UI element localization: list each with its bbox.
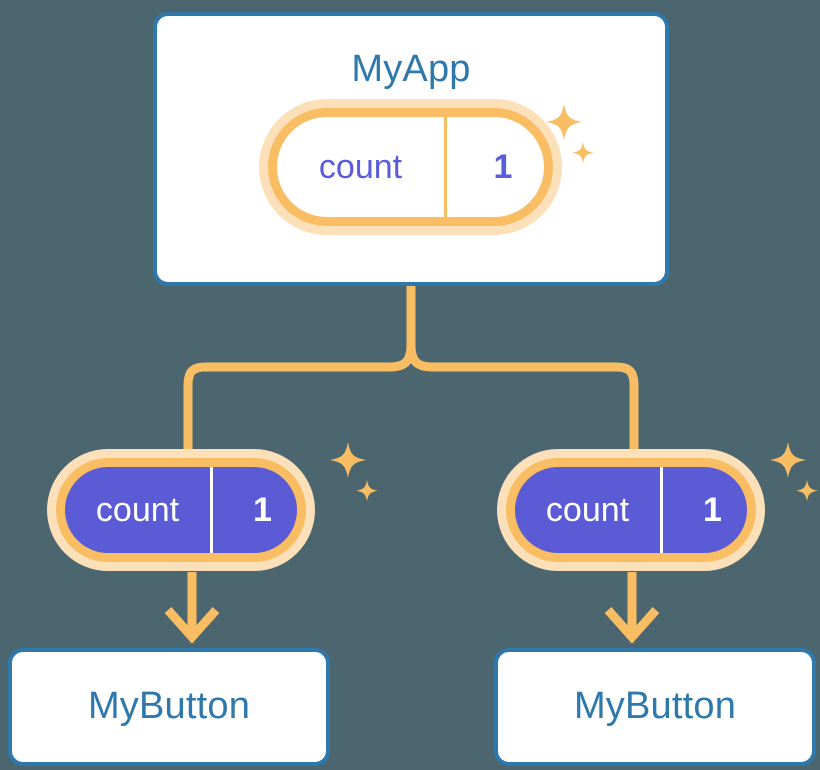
sparkle-small-icon xyxy=(796,480,818,502)
state-key-label: count xyxy=(515,467,663,553)
state-pill-right-child[interactable]: count 1 xyxy=(506,458,756,562)
state-pill-myapp[interactable]: count 1 xyxy=(268,108,553,226)
arrow-down-icon xyxy=(604,572,660,644)
component-label: MyButton xyxy=(87,685,251,727)
arrow-down-icon xyxy=(164,572,220,644)
sparkle-small-icon xyxy=(356,480,378,502)
component-label: MyButton xyxy=(573,685,737,727)
page-title: MyApp xyxy=(351,48,471,90)
component-card-mybutton-right[interactable]: MyButton xyxy=(494,648,816,766)
state-pill-left-child[interactable]: count 1 xyxy=(56,458,306,562)
state-value-label: 1 xyxy=(253,490,272,529)
sparkle-group-left xyxy=(322,440,384,519)
branch-connector-icon xyxy=(183,286,639,456)
state-value-label: 1 xyxy=(493,147,513,186)
component-card-mybutton-left[interactable]: MyButton xyxy=(8,648,330,766)
state-value-label: 1 xyxy=(703,490,722,529)
sparkle-group-right xyxy=(762,440,820,519)
state-key-label: count xyxy=(277,117,447,217)
state-key-label: count xyxy=(65,467,213,553)
sparkle-icon xyxy=(770,442,806,478)
sparkle-icon xyxy=(330,442,366,478)
